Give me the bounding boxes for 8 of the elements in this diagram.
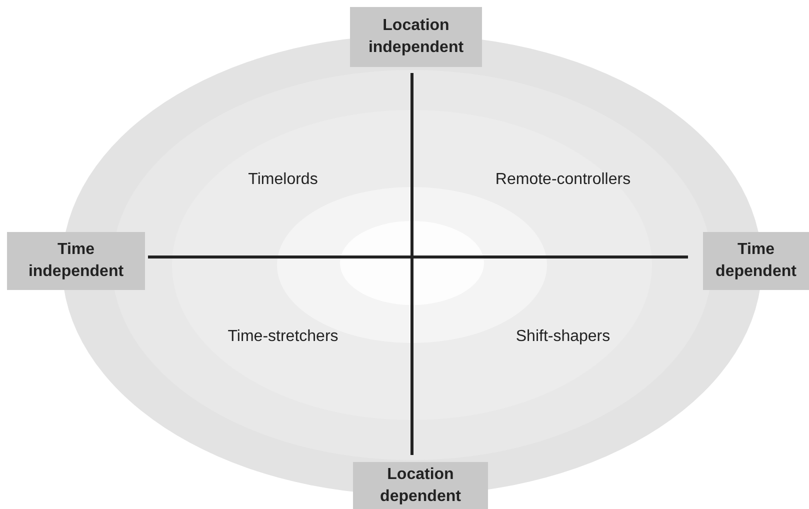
axis-label-box: Location dependent xyxy=(353,462,488,509)
quadrant-label: Timelords xyxy=(248,171,318,189)
quadrant-label: Remote-controllers xyxy=(495,171,631,189)
axis-label-box: Time independent xyxy=(7,232,145,290)
axis-label-box: Time dependent xyxy=(703,232,809,290)
quadrant-label: Shift-shapers xyxy=(516,328,610,346)
axis-label-box: Location independent xyxy=(350,7,482,67)
quadrant-label: Time-stretchers xyxy=(228,328,338,346)
